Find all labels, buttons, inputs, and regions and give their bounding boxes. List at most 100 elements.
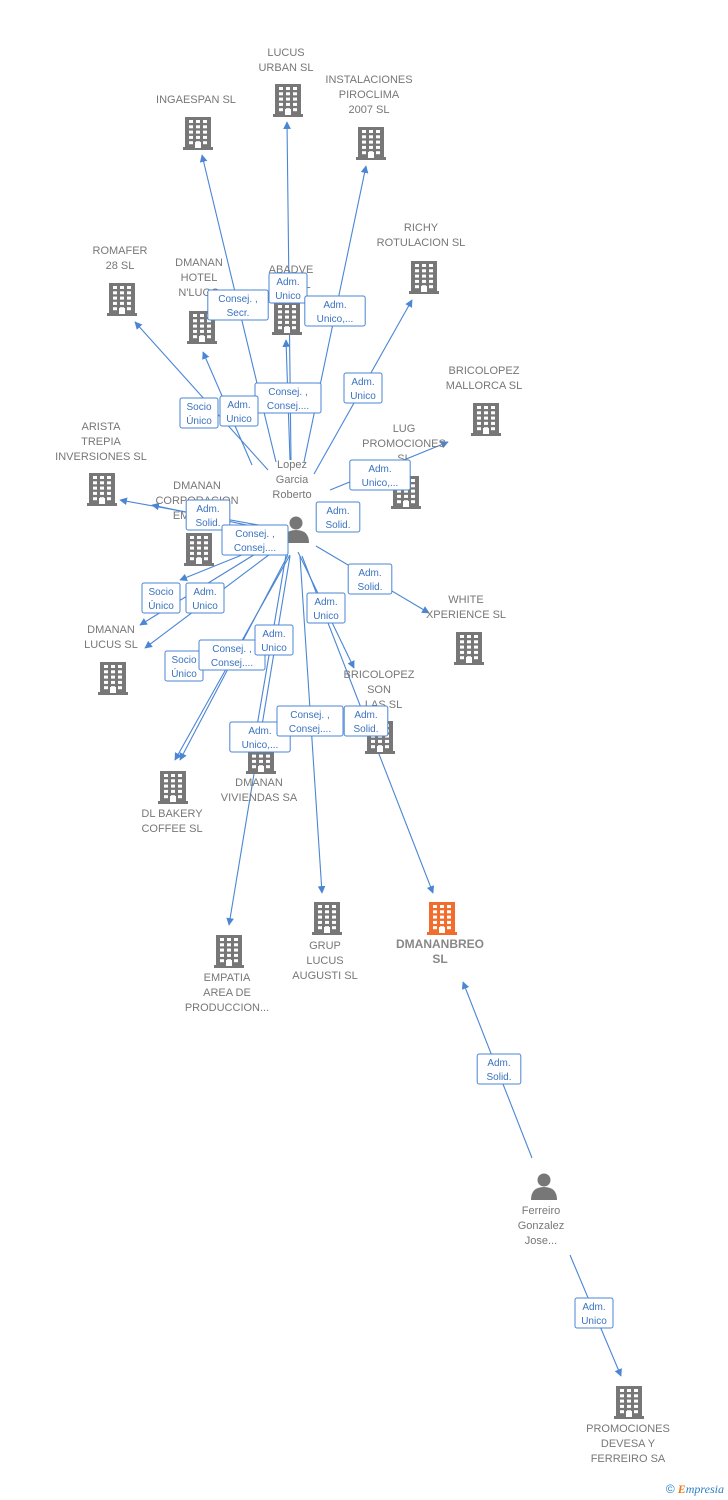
relationship-badge[interactable]: Consej. ,Consej.... xyxy=(254,382,322,414)
node-label-line: PROMOCIONES xyxy=(586,1423,670,1435)
node-label-line: 2007 SL xyxy=(349,104,390,116)
badge-label-line: Unico xyxy=(192,601,218,612)
relationship-badge[interactable]: Adm.Unico xyxy=(306,592,346,624)
relationship-badge[interactable]: Adm.Unico,... xyxy=(349,459,411,491)
badge-label-line: Unico xyxy=(275,291,301,302)
node-label-line: DMANANBREO xyxy=(396,937,484,951)
node-label-line: BRICOLOPEZ xyxy=(344,669,415,681)
relationship-badge[interactable]: Adm.Solid. xyxy=(476,1053,522,1085)
relationship-badge[interactable]: Consej. ,Consej.... xyxy=(276,705,344,737)
building-icon xyxy=(158,771,188,804)
company-node-ingaespan[interactable]: INGAESPAN SL xyxy=(156,94,236,150)
node-label-line: INVERSIONES SL xyxy=(55,451,147,463)
relationship-badge[interactable]: Adm.Solid. xyxy=(347,563,393,595)
badge-label-line: Adm. xyxy=(351,377,374,388)
brand-footer[interactable]: ©Empresia xyxy=(666,1482,724,1497)
badge-label-line: Socio xyxy=(171,655,196,666)
relationship-badge[interactable]: Adm.Solid. xyxy=(185,499,231,531)
relationship-badge[interactable]: Adm.Unico xyxy=(185,582,225,614)
node-label-line: AUGUSTI SL xyxy=(292,970,357,982)
relationship-badge[interactable]: Adm.Solid. xyxy=(343,705,389,737)
badge-label-line: Secr. xyxy=(227,308,250,319)
node-label-line: SON xyxy=(367,684,391,696)
node-label-line: DMANAN xyxy=(175,257,223,269)
node-label-line: DEVESA Y xyxy=(601,1438,656,1450)
relationship-badge[interactable]: Adm.Unico xyxy=(574,1297,614,1329)
edge-line xyxy=(134,321,269,471)
company-node-instalaciones[interactable]: INSTALACIONES PIROCLIMA 2007 SL xyxy=(325,74,413,160)
badge-label-line: Solid. xyxy=(353,724,378,735)
node-label-line: PIROCLIMA xyxy=(339,89,400,101)
person-icon xyxy=(283,516,309,543)
node-label-line: COFFEE SL xyxy=(141,823,202,835)
node-label: INGAESPAN SL xyxy=(156,94,236,106)
node-label-line: BRICOLOPEZ xyxy=(449,365,520,377)
badge-label-line: Unico xyxy=(350,391,376,402)
node-label-line: HOTEL xyxy=(181,272,218,284)
relationship-badge[interactable]: Adm. Unico xyxy=(343,372,383,404)
node-label-line: Lopez xyxy=(277,459,307,471)
badge-label-line: Único xyxy=(171,667,197,680)
badge-label-line: Consej. , xyxy=(268,387,307,398)
building-icon xyxy=(427,902,457,935)
relationship-badge[interactable]: Adm.Unico,... xyxy=(229,721,291,753)
relationship-badge[interactable]: Consej. ,Secr. xyxy=(207,289,269,321)
node-label-line: Roberto xyxy=(272,489,311,501)
node-label-line: LUCUS xyxy=(306,955,343,967)
node-label-line: XPERIENCE SL xyxy=(426,609,506,621)
node-label: INSTALACIONES PIROCLIMA 2007 SL xyxy=(325,74,412,116)
node-label-line: VIVIENDAS SA xyxy=(221,792,298,804)
relationship-badge[interactable]: Adm.Unico xyxy=(219,395,259,427)
node-label-line: MALLORCA SL xyxy=(446,380,522,392)
node-label-line: LUG xyxy=(393,423,416,435)
node-label-line: EMPATIA xyxy=(204,972,251,984)
relationship-badge[interactable]: Adm.Unico,... xyxy=(304,295,366,327)
badge-label-line: Unico xyxy=(261,643,287,654)
company-node-bricolopez-mallorca[interactable]: BRICOLOPEZ MALLORCA SL xyxy=(446,365,522,436)
relationship-badge[interactable]: Adm.Unico xyxy=(254,624,294,656)
badge-label-line: Adm. xyxy=(326,506,349,517)
building-icon xyxy=(272,302,302,335)
badge-label-line: Adm. xyxy=(323,300,346,311)
relationship-badge[interactable]: Adm.Solid. xyxy=(315,501,361,533)
node-label-line: Jose... xyxy=(525,1235,557,1247)
building-icon xyxy=(98,662,128,695)
building-icon xyxy=(87,473,117,506)
node-label-line: INGAESPAN SL xyxy=(156,94,236,106)
badge-label-line: Único xyxy=(148,599,174,612)
node-label-line: Gonzalez xyxy=(518,1220,564,1232)
node-label: BRICOLOPEZ MALLORCA SL xyxy=(446,365,522,392)
relationship-badge[interactable]: Consej. ,Consej.... xyxy=(221,524,289,556)
person-icon xyxy=(531,1173,557,1200)
badge-label-line: Unico,... xyxy=(362,478,399,489)
node-label-line: INSTALACIONES xyxy=(325,74,412,86)
relationship-badge[interactable]: Adm.Unico xyxy=(268,272,308,304)
building-icon xyxy=(214,935,244,968)
badge-label-line: Unico xyxy=(226,414,252,425)
